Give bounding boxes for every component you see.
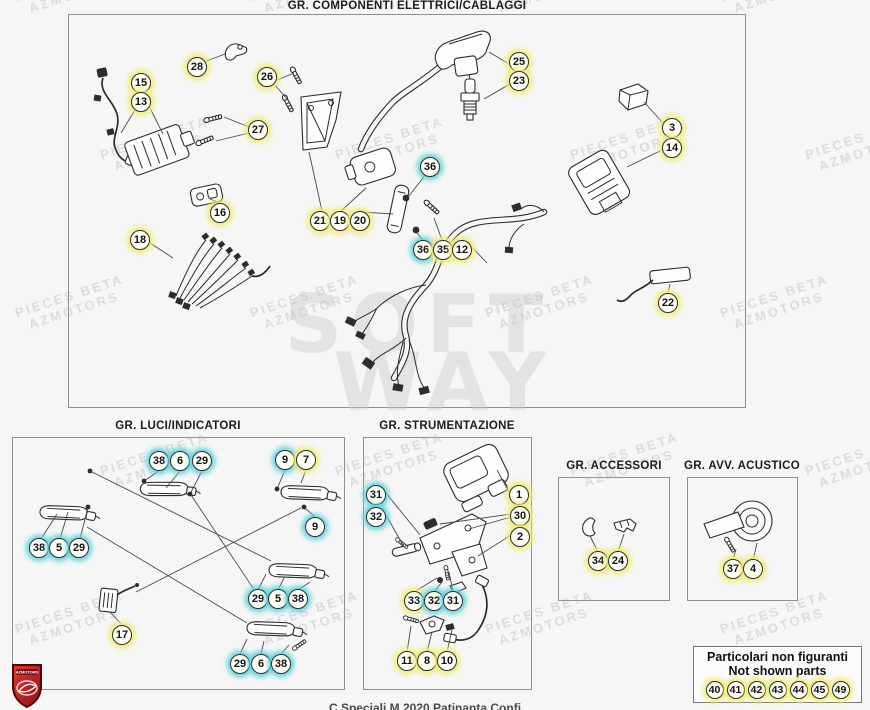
- callout-horn-4[interactable]: 4: [743, 559, 763, 579]
- callout-lights-29[interactable]: 29: [69, 538, 89, 558]
- not-shown-part-40[interactable]: 40: [705, 681, 724, 699]
- callout-electrical-18[interactable]: 18: [130, 230, 150, 250]
- callout-lights-38[interactable]: 38: [29, 538, 49, 558]
- part-horn: [703, 500, 773, 554]
- callout-electrical-25[interactable]: 25: [509, 52, 529, 72]
- callout-electrical-36[interactable]: 36: [413, 240, 433, 260]
- part-sensor-22: [616, 266, 691, 303]
- not-shown-title-it: Particolari non figuranti: [707, 650, 848, 664]
- part-main-harness: [344, 202, 548, 396]
- callout-electrical-36[interactable]: 36: [420, 157, 440, 177]
- callout-instruments-32[interactable]: 32: [366, 507, 386, 527]
- callout-electrical-12[interactable]: 12: [452, 240, 472, 260]
- callout-accessories-34[interactable]: 34: [588, 551, 608, 571]
- part-speedo-bracket: [419, 513, 488, 577]
- not-shown-title-en: Not shown parts: [728, 664, 827, 678]
- callout-instruments-31[interactable]: 31: [366, 485, 386, 505]
- callout-lights-7[interactable]: 7: [296, 450, 316, 470]
- part-speedometer: [443, 443, 509, 513]
- callout-lights-5[interactable]: 5: [268, 589, 288, 609]
- title-electrical: GR. COMPONENTI ELETTRICI/CABLAGGI: [287, 0, 527, 12]
- part-clip-24: [613, 518, 637, 533]
- callout-electrical-15[interactable]: 15: [131, 73, 151, 93]
- callout-instruments-1[interactable]: 1: [509, 485, 529, 505]
- panel-accessories: [558, 477, 670, 601]
- callout-electrical-3[interactable]: 3: [662, 118, 682, 138]
- callout-lights-29[interactable]: 29: [192, 451, 212, 471]
- callout-instruments-11[interactable]: 11: [397, 651, 417, 671]
- not-shown-part-42[interactable]: 42: [747, 681, 766, 699]
- callout-instruments-8[interactable]: 8: [417, 651, 437, 671]
- callout-instruments-31[interactable]: 31: [443, 591, 463, 611]
- callout-lights-17[interactable]: 17: [112, 625, 132, 645]
- callout-lights-38[interactable]: 38: [288, 589, 308, 609]
- panel-lights: [12, 437, 345, 690]
- not-shown-parts-box: Particolari non figuranti Not shown part…: [693, 646, 862, 703]
- callout-lights-9[interactable]: 9: [275, 450, 295, 470]
- svg-text:AZMOTORS: AZMOTORS: [16, 670, 39, 675]
- callout-instruments-32[interactable]: 32: [424, 591, 444, 611]
- title-lights: GR. LUCI/INDICATORI: [115, 420, 241, 432]
- part-regulator: [124, 124, 195, 176]
- part-hook-34: [582, 517, 596, 537]
- azmotors-logo: AZMOTORS: [12, 664, 42, 709]
- panel-horn: [687, 477, 798, 601]
- part-switch-17: [98, 587, 119, 614]
- title-horn: GR. AVV. ACUSTICO: [683, 460, 801, 472]
- not-shown-part-49[interactable]: 49: [831, 681, 850, 699]
- panel-electrical: [68, 14, 746, 408]
- part-connector-cover: [618, 83, 649, 111]
- part-pin: [391, 542, 422, 557]
- callout-electrical-16[interactable]: 16: [210, 203, 230, 223]
- callout-instruments-10[interactable]: 10: [437, 651, 457, 671]
- callout-electrical-20[interactable]: 20: [350, 211, 370, 231]
- callout-horn-37[interactable]: 37: [723, 559, 743, 579]
- callout-lights-29[interactable]: 29: [230, 654, 250, 674]
- callout-electrical-28[interactable]: 28: [187, 57, 207, 77]
- callout-lights-38[interactable]: 38: [271, 654, 291, 674]
- callout-electrical-19[interactable]: 19: [330, 211, 350, 231]
- callout-accessories-24[interactable]: 24: [608, 551, 628, 571]
- callout-lights-9[interactable]: 9: [305, 517, 325, 537]
- not-shown-part-43[interactable]: 43: [768, 681, 787, 699]
- callout-instruments-2[interactable]: 2: [510, 527, 530, 547]
- part-flasher-lever: [224, 43, 248, 61]
- callout-electrical-26[interactable]: 26: [257, 67, 277, 87]
- title-instruments: GR. STRUMENTAZIONE: [379, 420, 515, 432]
- part-cdi: [386, 184, 410, 234]
- callout-electrical-35[interactable]: 35: [433, 240, 453, 260]
- callout-electrical-22[interactable]: 22: [658, 293, 678, 313]
- callout-electrical-21[interactable]: 21: [310, 211, 330, 231]
- part-connector-14: [568, 149, 631, 216]
- callout-electrical-27[interactable]: 27: [248, 120, 268, 140]
- not-shown-part-41[interactable]: 41: [726, 681, 745, 699]
- callout-electrical-13[interactable]: 13: [131, 92, 151, 112]
- part-wiring-bundle-18: [168, 232, 271, 311]
- callout-instruments-30[interactable]: 30: [510, 506, 530, 526]
- part-speedo-sensor: [402, 614, 455, 635]
- panel-instruments: [363, 437, 532, 690]
- callout-instruments-33[interactable]: 33: [404, 591, 424, 611]
- callout-lights-6[interactable]: 6: [170, 451, 190, 471]
- callout-lights-38[interactable]: 38: [149, 451, 169, 471]
- callout-lights-6[interactable]: 6: [251, 654, 271, 674]
- title-accessories: GR. ACCESSORI: [566, 460, 662, 472]
- part-spark-plug: [460, 74, 480, 121]
- footer-caption: C.Speciali M 2020 Patinanta Confi: [328, 701, 522, 710]
- not-shown-part-45[interactable]: 45: [810, 681, 829, 699]
- callout-lights-5[interactable]: 5: [49, 538, 69, 558]
- callout-electrical-23[interactable]: 23: [509, 71, 529, 91]
- part-bracket-21: [300, 91, 342, 151]
- not-shown-part-44[interactable]: 44: [789, 681, 808, 699]
- part-ignition-coil: [344, 147, 397, 186]
- callout-lights-29[interactable]: 29: [248, 589, 268, 609]
- part-spark-plug-cap: [434, 30, 491, 77]
- callout-electrical-14[interactable]: 14: [662, 138, 682, 158]
